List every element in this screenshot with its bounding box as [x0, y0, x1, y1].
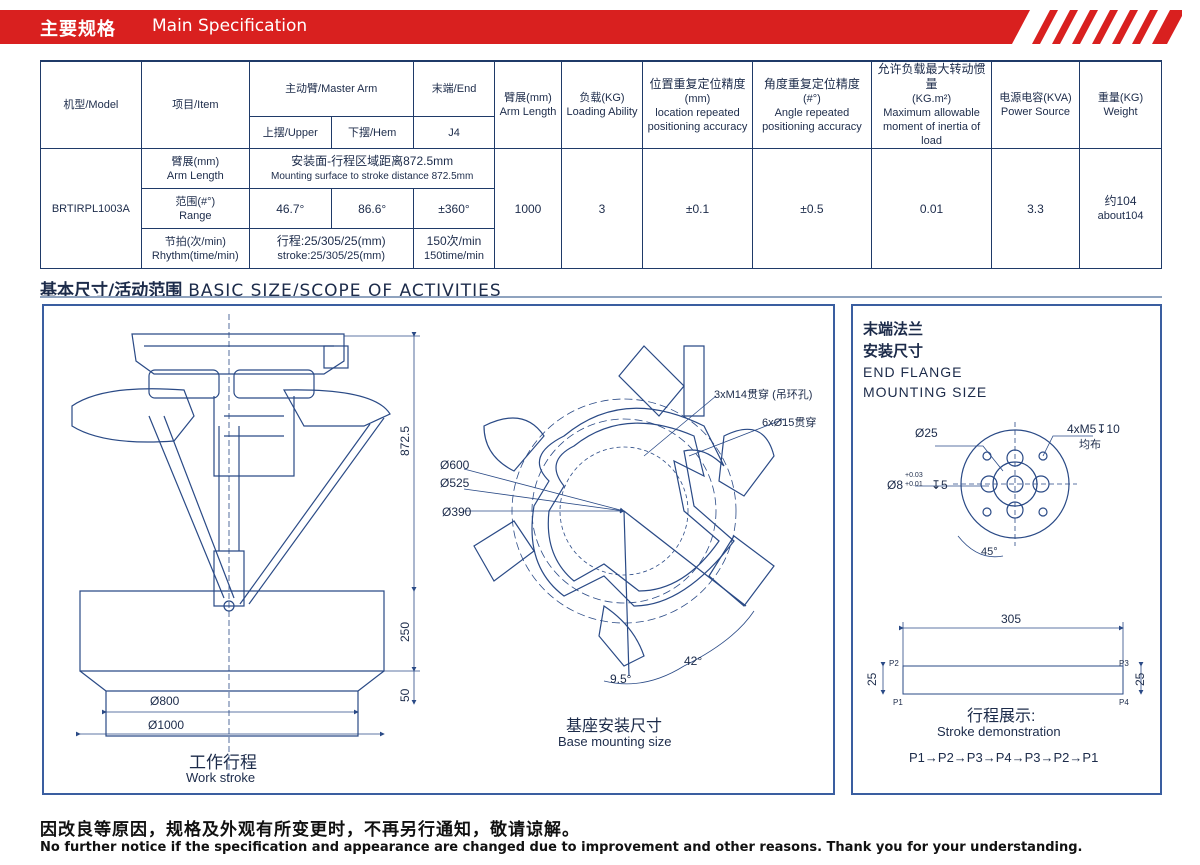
cell-angle-accuracy: ±0.5	[751, 148, 873, 269]
header-model: 机型/Model	[40, 60, 142, 149]
section-title-en: BASIC SIZE/SCOPE OF ACTIVITIES	[188, 281, 502, 301]
stroke-sequence: P1→P2→P3→P4→P3→P2→P1	[909, 750, 1099, 765]
cell-row1-item: 臂展(mm)Arm Length	[140, 148, 250, 189]
stroke-caption-cn: 行程展示:	[967, 708, 1036, 725]
angle-9-5: 9.5°	[610, 672, 632, 686]
dim-250: 250	[398, 621, 412, 642]
flange-tol-down: +0.01	[905, 481, 923, 488]
cell-row3-stroke: 行程:25/305/25(mm)stroke:25/305/25(mm)	[248, 228, 414, 269]
footer-notice-en: No further notice if the specification a…	[40, 840, 1083, 855]
stroke-dim-25-left: 25	[865, 672, 879, 686]
flange-angle-45: 45°	[981, 546, 998, 558]
stroke-p2: P2	[889, 659, 899, 668]
cell-location-accuracy: ±0.1	[642, 148, 753, 269]
header-power: 电源电容(KVA)Power Source	[990, 60, 1081, 149]
flange-title-cn2: 安装尺寸	[863, 343, 924, 360]
cell-power: 3.3	[990, 148, 1081, 269]
stroke-caption-en: Stroke demonstration	[937, 724, 1061, 739]
cell-row2-upper: 46.7°	[248, 188, 332, 229]
dim-dia-1000: Ø1000	[148, 718, 185, 732]
flange-title-en1: END FLANGE	[863, 364, 963, 380]
cell-row2-j4: ±360°	[412, 188, 496, 229]
robot-drawings	[71, 314, 785, 776]
flange-title-cn1: 末端法兰	[863, 321, 924, 338]
base-mount-caption-en: Base mounting size	[558, 734, 672, 749]
spec-table: 机型/Model 项目/Item 主动臂/Master Arm 末端/End 臂…	[40, 60, 1162, 269]
flange-dia-25: Ø25	[915, 426, 938, 440]
stroke-dim-305: 305	[1001, 612, 1022, 626]
flange-dia-8: Ø8	[887, 478, 904, 492]
section-divider	[40, 296, 1162, 298]
dim-dia-390: Ø390	[442, 505, 472, 519]
callout-15: 6xØ15贯穿	[762, 417, 817, 429]
flange-m5: 4xM5↧10	[1067, 422, 1120, 436]
flange-tol-up: +0.03	[905, 472, 923, 479]
header-hem: 下摆/Hem	[330, 116, 414, 149]
cell-row3-item: 节拍(次/min)Rhythm(time/min)	[140, 228, 250, 269]
header-upper: 上摆/Upper	[248, 116, 332, 149]
work-stroke-caption-cn: 工作行程	[189, 753, 257, 772]
flange-depth: ↧5	[931, 478, 948, 492]
robot-side-view	[71, 333, 391, 737]
footer-notice-cn: 因改良等原因，规格及外观有所变更时，不再另行通知，敬请谅解。	[40, 820, 580, 840]
cell-load: 3	[560, 148, 644, 269]
dim-dia-525: Ø525	[440, 476, 470, 490]
dim-dia-800: Ø800	[150, 694, 180, 708]
stroke-p1: P1	[893, 698, 903, 707]
cell-row2-hem: 86.6°	[330, 188, 414, 229]
header-title-cn: 主要规格	[40, 19, 116, 40]
flange-title-en2: MOUNTING SIZE	[863, 384, 988, 400]
drawing-panel-right: 末端法兰 安装尺寸 END FLANGE MOUNTING SIZE	[851, 304, 1162, 795]
stroke-p4: P4	[1119, 698, 1129, 707]
header-arm-length: 臂展(mm)Arm Length	[494, 60, 562, 149]
base-mount-caption-cn: 基座安装尺寸	[566, 718, 663, 735]
stroke-p3: P3	[1119, 659, 1129, 668]
header-weight: 重量(KG)Weight	[1079, 60, 1162, 149]
stroke-dim-25-right: 25	[1133, 672, 1147, 686]
drawing-panel-left: 872.5 250 50 Ø800 Ø1000 工作行程 Work stroke…	[42, 304, 835, 795]
header-stripes-decoration	[1012, 10, 1182, 44]
header-j4: J4	[412, 116, 496, 149]
flange-m5-sub: 均布	[1079, 439, 1101, 451]
dim-dia-600: Ø600	[440, 458, 470, 472]
cell-model: BRTIRPL1003A	[40, 148, 142, 269]
header-title-en: Main Specification	[152, 16, 308, 36]
section-title-cn: 基本尺寸/活动范围	[40, 281, 183, 301]
angle-42: 42°	[684, 654, 703, 668]
flange-drawing	[880, 422, 1144, 695]
cell-row2-item: 范围(#°)Range	[140, 188, 250, 229]
cell-inertia: 0.01	[871, 148, 992, 269]
work-stroke-caption-en: Work stroke	[186, 770, 256, 785]
dim-872-5: 872.5	[398, 425, 412, 456]
header-bar: 主要规格 Main Specification	[0, 10, 1182, 44]
cell-arm-length: 1000	[494, 148, 562, 269]
header-item: 项目/Item	[140, 60, 250, 149]
dim-50: 50	[398, 688, 412, 702]
header-load: 负载(KG)Loading Ability	[560, 60, 644, 149]
callout-m14: 3xM14贯穿 (吊环孔)	[714, 389, 813, 401]
header-master-arm: 主动臂/Master Arm	[248, 60, 414, 118]
header-end: 末端/End	[412, 60, 496, 118]
